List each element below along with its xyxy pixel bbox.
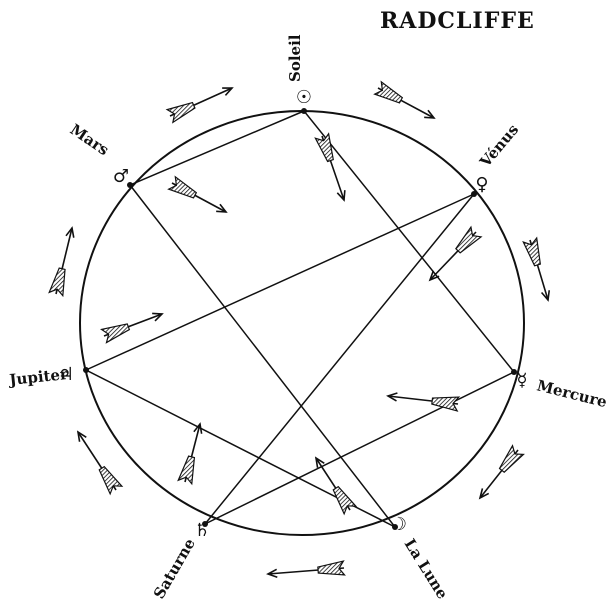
saturn-symbol-icon: ♄ (194, 520, 210, 541)
motion-arrow (523, 238, 549, 300)
planet-label-soleil: Soleil (286, 34, 304, 82)
motion-arrow (49, 228, 74, 296)
planet-label-venus: Vénus (476, 121, 523, 172)
jupiter-symbol-icon: ♃ (58, 364, 74, 385)
motion-arrow (169, 177, 226, 212)
planet-label-saturne: Saturne (150, 535, 199, 602)
venus-symbol-icon: ♀ (475, 174, 488, 195)
vertex-jupiter (83, 367, 89, 373)
motion-arrow (388, 393, 459, 411)
sun-symbol-icon: ☉ (296, 87, 312, 108)
motion-arrow (102, 313, 162, 342)
mercury-symbol-icon: ☿ (516, 370, 527, 391)
vertex-soleil (301, 108, 307, 114)
motion-arrow (430, 227, 481, 280)
motion-arrow (480, 446, 523, 498)
planet-label-mercure: Mercure (535, 376, 609, 411)
motion-arrow (167, 88, 232, 122)
motion-arrow (375, 82, 434, 118)
motion-arrow (78, 432, 122, 494)
planet-label-mars: Mars (67, 120, 112, 159)
moon-symbol-icon: ☽ (391, 514, 407, 535)
motion-arrow (178, 424, 201, 484)
mars-symbol-icon: ♂ (113, 166, 129, 187)
motion-arrow (316, 458, 356, 514)
motion-arrow (268, 561, 345, 577)
motion-arrow (315, 134, 344, 200)
planet-label-lune: La Lune (401, 536, 452, 603)
orbit-circle (80, 111, 524, 535)
